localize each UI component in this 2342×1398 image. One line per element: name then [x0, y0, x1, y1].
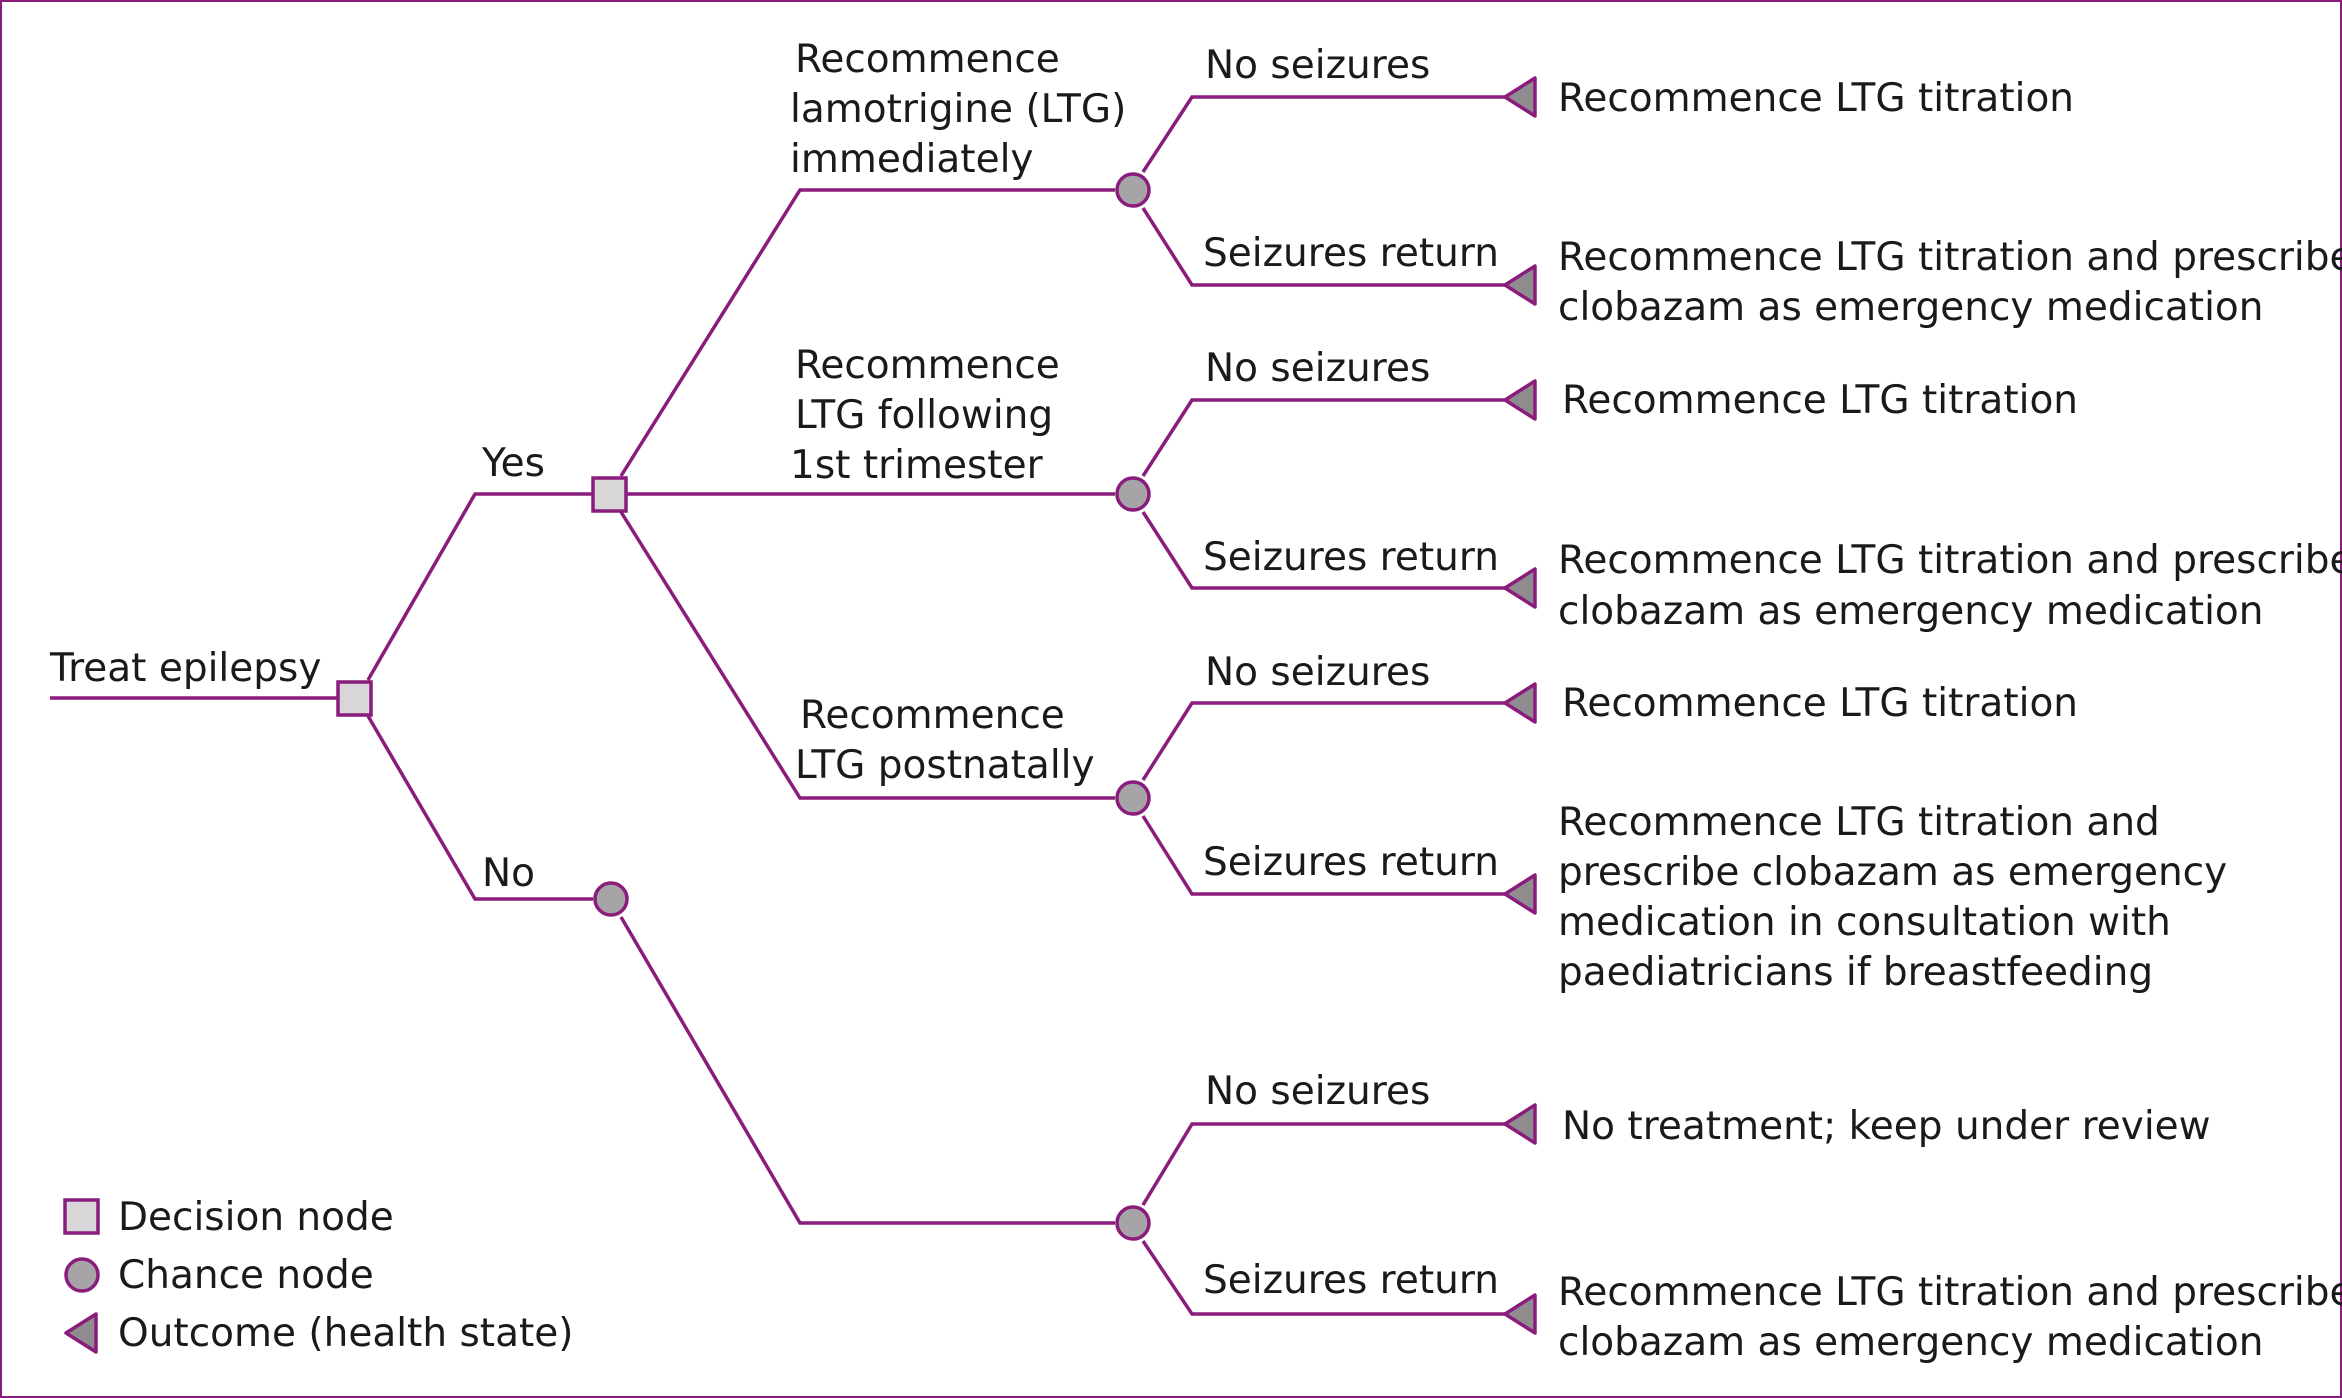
- outcome-4-text: Recommence LTG titration and prescribe c…: [1558, 538, 2342, 634]
- chance-node-3: [1115, 780, 1151, 816]
- option-2-label: Recommence LTG following 1st trimester: [790, 343, 1072, 488]
- outcome-8-line-1: Recommence LTG titration and prescribe: [1558, 1270, 2342, 1315]
- chance-node-4: [1115, 1205, 1151, 1241]
- option-3-line-2: LTG postnatally: [795, 743, 1095, 788]
- outcome-5-line-1: Recommence LTG titration: [1562, 681, 2078, 726]
- outcome-nodes: [1503, 76, 1537, 1335]
- outcome-3-line-1: Recommence LTG titration: [1562, 378, 2078, 423]
- root-label: Treat epilepsy: [49, 646, 321, 691]
- outcome-2-line-1: Recommence LTG titration and prescribe: [1558, 235, 2342, 280]
- c2-no-seizures-label: No seizures: [1205, 346, 1430, 391]
- no-chance-line: [619, 916, 1115, 1225]
- option-2-line-2: LTG following: [795, 393, 1053, 438]
- c4-no-seizures-line: [1141, 1122, 1505, 1206]
- chance-node-no: [593, 881, 629, 917]
- chance-nodes: [593, 172, 1151, 1241]
- option-1-line-2: lamotrigine (LTG): [790, 87, 1126, 132]
- c1-no-seizures-label: No seizures: [1205, 43, 1430, 88]
- legend-outcome-icon: [64, 1312, 98, 1354]
- outcome-3-text: Recommence LTG titration: [1562, 378, 2078, 423]
- legend-decision-icon: [63, 1198, 100, 1235]
- c3-seizures-return-label: Seizures return: [1203, 840, 1499, 885]
- outcome-7-text: No treatment; keep under review: [1562, 1104, 2211, 1149]
- outcome-4-line-2: clobazam as emergency medication: [1558, 589, 2264, 634]
- legend-decision-label: Decision node: [118, 1195, 394, 1240]
- c4-no-seizures-label: No seizures: [1205, 1069, 1430, 1114]
- legend-outcome-label: Outcome (health state): [118, 1311, 573, 1356]
- outcome-2-line-2: clobazam as emergency medication: [1558, 285, 2264, 330]
- option-3-label: Recommence LTG postnatally: [795, 693, 1095, 788]
- outcome-node-3: [1503, 379, 1537, 421]
- no-label: No: [482, 851, 535, 896]
- decision-node-yes: [591, 476, 628, 513]
- option-1-line: [619, 188, 1115, 477]
- chance-node-1: [1115, 172, 1151, 208]
- outcome-6-line-2: prescribe clobazam as emergency: [1558, 850, 2227, 895]
- decision-nodes: [336, 476, 628, 717]
- decision-node-root: [336, 680, 373, 717]
- c2-seizures-return-line: [1141, 511, 1505, 590]
- outcome-6-line-1: Recommence LTG titration and: [1558, 800, 2160, 845]
- outcome-node-8: [1503, 1293, 1537, 1335]
- no-branch-line: [366, 715, 593, 901]
- c4-seizures-return-label: Seizures return: [1203, 1258, 1499, 1303]
- outcome-8-line-2: clobazam as emergency medication: [1558, 1320, 2264, 1365]
- outcome-node-2: [1503, 264, 1537, 306]
- option-3-line: [619, 511, 1115, 800]
- c3-no-seizures-label: No seizures: [1205, 650, 1430, 695]
- outcome-4-line-1: Recommence LTG titration and prescribe: [1558, 538, 2342, 583]
- c1-seizures-return-line: [1141, 207, 1505, 287]
- c3-seizures-return-line: [1141, 815, 1505, 896]
- yes-label: Yes: [481, 441, 545, 486]
- option-1-line-3: immediately: [790, 137, 1034, 182]
- outcome-8-text: Recommence LTG titration and prescribe c…: [1558, 1270, 2342, 1365]
- legend: Decision node Chance node Outcome (healt…: [63, 1195, 573, 1356]
- outcome-node-7: [1503, 1103, 1537, 1145]
- option-1-line-1: Recommence: [795, 37, 1060, 82]
- option-3-line-1: Recommence: [800, 693, 1065, 738]
- outcome-node-4: [1503, 567, 1537, 609]
- option-2-line-1: Recommence: [795, 343, 1060, 388]
- outcome-1-text: Recommence LTG titration: [1558, 76, 2074, 121]
- outcome-1-line-1: Recommence LTG titration: [1558, 76, 2074, 121]
- c1-seizures-return-label: Seizures return: [1203, 231, 1499, 276]
- c4-seizures-return-line: [1141, 1240, 1505, 1316]
- outcome-7-line-1: No treatment; keep under review: [1562, 1104, 2211, 1149]
- outcome-6-line-3: medication in consultation with: [1558, 900, 2171, 945]
- outcome-6-text: Recommence LTG titration and prescribe c…: [1558, 800, 2240, 995]
- legend-chance-label: Chance node: [118, 1253, 374, 1298]
- outcome-node-1: [1503, 76, 1537, 118]
- legend-chance-icon: [64, 1257, 100, 1293]
- c1-no-seizures-line: [1141, 95, 1505, 173]
- chance-node-2: [1115, 476, 1151, 512]
- tree-connectors: [50, 95, 1505, 1316]
- c2-no-seizures-line: [1141, 398, 1505, 477]
- outcome-2-text: Recommence LTG titration and prescribe c…: [1558, 235, 2342, 330]
- c3-no-seizures-line: [1141, 701, 1505, 781]
- yes-branch-line: [366, 492, 594, 681]
- c2-seizures-return-label: Seizures return: [1203, 535, 1499, 580]
- option-2-line-3: 1st trimester: [790, 443, 1044, 488]
- outcome-node-5: [1503, 682, 1537, 724]
- option-1-label: Recommence lamotrigine (LTG) immediately: [790, 37, 1139, 182]
- outcome-6-line-4: paediatricians if breastfeeding: [1558, 950, 2153, 995]
- outcome-5-text: Recommence LTG titration: [1562, 681, 2078, 726]
- outcome-node-6: [1503, 873, 1537, 915]
